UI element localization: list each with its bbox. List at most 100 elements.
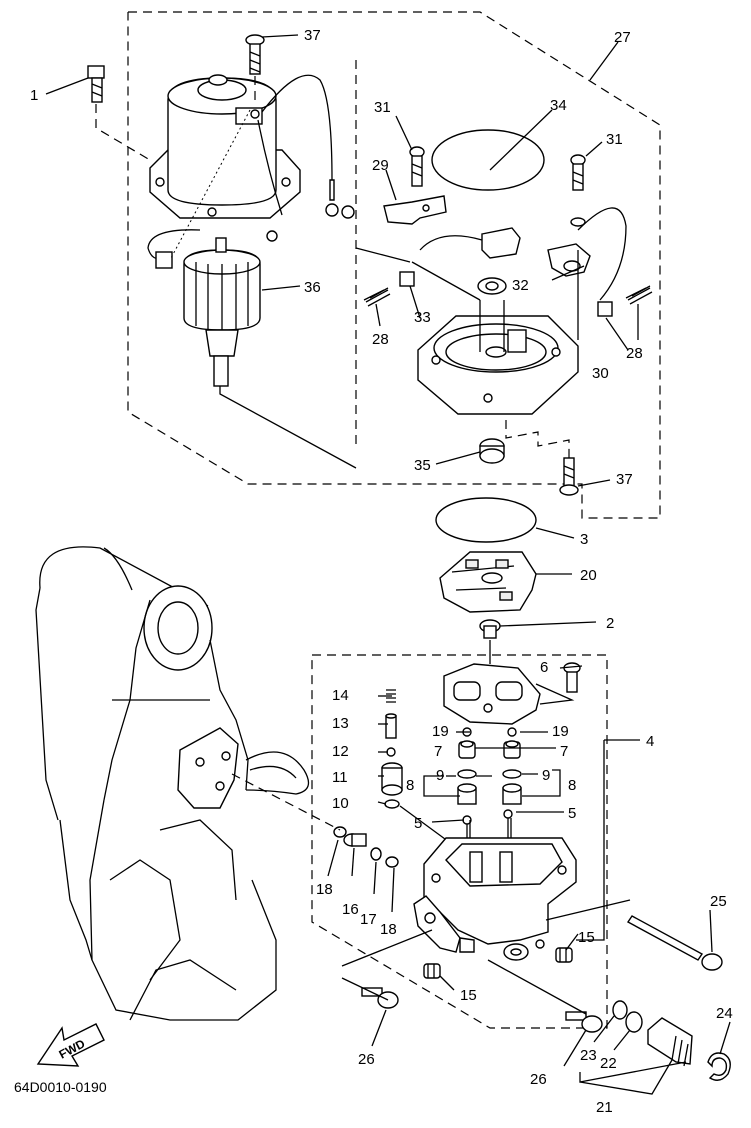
bearing-35 [479,438,505,464]
callout-19: 19 [432,723,449,740]
o-ring-9-left [457,769,477,779]
washer-18-right [385,856,399,868]
pump-housing [413,837,577,961]
motor-group-boundary [127,11,661,519]
callout-20: 20 [580,567,597,584]
brush-holder-29 [383,195,447,225]
callout-24: 24 [716,1005,733,1022]
callout-28: 28 [372,331,389,348]
callout-37: 37 [616,471,633,488]
ball-5-right [503,809,513,819]
fitting-centerline [231,773,341,831]
armature [183,237,261,387]
spring-28-left [363,287,391,307]
callout-18: 18 [316,881,333,898]
leader-lines [45,34,731,1095]
callout-11: 11 [332,769,348,786]
callout-4: 4 [646,733,654,750]
callout-23: 23 [580,1047,597,1064]
diagram-code: 64D0010-0190 [14,1079,107,1095]
spool-7-right [503,740,521,759]
callout-13: 13 [332,715,349,732]
callout-21: 21 [596,1099,613,1116]
seat-8-right [502,783,522,805]
plunger-13 [385,713,397,739]
valve-11 [381,762,403,796]
callout-16: 16 [342,901,359,918]
callout-26: 26 [530,1071,547,1088]
callout-30: 30 [592,365,609,382]
callout-37: 37 [304,27,321,44]
callout-3: 3 [580,531,588,548]
lead-terminals [266,179,355,242]
screw-31-right [570,154,586,191]
plug-15-left [423,963,441,979]
brush-33 [399,271,415,287]
o-ring-10 [384,799,400,809]
spool-7-left [458,740,476,759]
callout-8: 8 [406,777,414,794]
bolt-1 [87,65,105,103]
screw-37-top [245,34,265,75]
ball-19-right [507,727,517,737]
screw-6 [563,662,581,693]
callout-10: 10 [332,795,349,812]
bolt-26-left [361,987,399,1009]
fitting-16 [343,833,367,847]
callout-18: 18 [380,921,397,938]
callout-12: 12 [332,743,349,760]
spring-28-right [625,285,653,305]
callout-25: 25 [710,893,727,910]
callout-35: 35 [414,457,431,474]
callout-36: 36 [304,279,321,296]
callout-34: 34 [550,97,567,114]
o-ring-34 [431,129,545,191]
bolt-26-right [565,1011,603,1033]
callout-33: 33 [414,309,431,326]
callout-8: 8 [568,777,576,794]
o-ring-17 [370,847,382,861]
callout-14: 14 [332,687,349,704]
pump-plate [443,663,541,725]
callout-15: 15 [578,929,595,946]
washer-18-left [333,826,347,838]
screw-31-left [409,146,425,187]
fwd-arrow-icon [36,1023,105,1067]
callout-17: 17 [360,911,377,928]
motor-yoke [149,74,301,219]
callout-19: 19 [552,723,569,740]
callout-6: 6 [540,659,548,676]
circlip-24 [707,1052,731,1081]
callout-15: 15 [460,987,477,1004]
trim-tilt-unit-outline [35,546,310,1021]
callout-28: 28 [626,345,643,362]
callout-32: 32 [512,277,529,294]
motor-lead-wire [261,74,333,181]
callout-22: 22 [600,1055,617,1072]
callout-31: 31 [374,99,391,116]
spring-14 [386,689,396,703]
callout-1: 1 [30,87,38,104]
o-ring-22 [625,1011,643,1033]
o-ring-23 [612,1000,628,1020]
ball-12 [386,747,396,757]
callout-5: 5 [414,815,422,832]
end-cap-body [417,315,579,415]
callout-7: 7 [434,743,442,760]
screw-37-bottom [559,457,579,496]
callout-2: 2 [606,615,614,632]
plate-20 [439,551,537,613]
callout-31: 31 [606,131,623,148]
plug-15-right [555,947,573,963]
o-ring-9-right [502,769,522,779]
callout-9: 9 [542,767,550,784]
bearing-top [477,277,507,295]
brush-holder-32 [547,243,591,277]
callout-9: 9 [436,767,444,784]
manual-valve [647,1017,693,1067]
callout-26: 26 [358,1051,375,1068]
callout-7: 7 [560,743,568,760]
seat-8-left [457,783,477,805]
